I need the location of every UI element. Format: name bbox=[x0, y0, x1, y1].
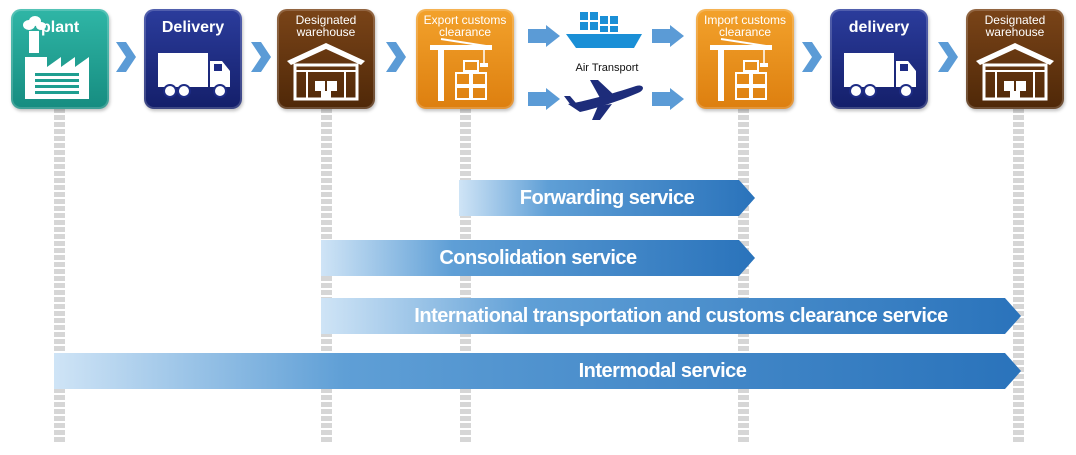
truck-icon bbox=[158, 53, 230, 98]
step-import-label: Import customs clearance bbox=[703, 13, 787, 39]
step-plant-label: plant bbox=[41, 19, 80, 36]
step-export-label: Export customs clearance bbox=[423, 13, 507, 39]
international-transport-customs-arrow: International transportation and customs… bbox=[321, 298, 1021, 334]
warehouse-icon bbox=[287, 43, 365, 101]
air-transport-label: Air Transport bbox=[575, 62, 639, 74]
step-import-customs: Import customs clearance bbox=[696, 9, 794, 109]
ship-icon bbox=[566, 12, 642, 48]
crane-icon bbox=[710, 38, 772, 101]
intermodal-service-label: Intermodal service bbox=[578, 360, 747, 382]
step-warehouse-2-label: Designated warehouse bbox=[984, 13, 1046, 39]
chevron-right-icon bbox=[251, 42, 271, 72]
consolidation-service-arrow: Consolidation service bbox=[321, 240, 755, 276]
factory-icon bbox=[23, 16, 89, 99]
airplane-icon bbox=[564, 80, 643, 120]
step-designated-warehouse: Designated warehouse bbox=[277, 9, 375, 109]
step-designated-warehouse-2: Designated warehouse bbox=[966, 9, 1064, 109]
international-transport-customs-label: International transportation and customs… bbox=[414, 305, 948, 327]
chevron-right-icon bbox=[938, 42, 958, 72]
arrow-right-icon bbox=[528, 25, 560, 47]
chevron-right-icon bbox=[116, 42, 136, 72]
chevron-right-icon bbox=[386, 42, 406, 72]
step-delivery-2-label: delivery bbox=[848, 19, 910, 36]
forwarding-service-arrow: Forwarding service bbox=[459, 180, 755, 216]
forwarding-service-label: Forwarding service bbox=[519, 187, 695, 209]
step-delivery-2: delivery bbox=[830, 9, 928, 109]
intermodal-service-arrow: Intermodal service bbox=[54, 353, 1021, 389]
arrow-right-icon bbox=[652, 25, 684, 47]
warehouse-icon bbox=[976, 43, 1054, 101]
truck-icon bbox=[844, 53, 916, 98]
step-export-customs: Export customs clearance bbox=[416, 9, 514, 109]
crane-icon bbox=[430, 38, 492, 101]
guide-line-plant bbox=[54, 108, 65, 443]
step-delivery-label: Delivery bbox=[161, 19, 225, 36]
consolidation-service-label: Consolidation service bbox=[439, 247, 637, 269]
step-warehouse-label: Designated warehouse bbox=[295, 13, 357, 39]
step-delivery: Delivery bbox=[144, 9, 242, 109]
step-plant: plant bbox=[11, 9, 109, 109]
guide-line-import bbox=[738, 108, 749, 443]
chevron-right-icon bbox=[802, 42, 822, 72]
guide-line-warehouse-2 bbox=[1013, 108, 1024, 443]
arrow-right-icon bbox=[652, 88, 684, 110]
arrow-right-icon bbox=[528, 88, 560, 110]
